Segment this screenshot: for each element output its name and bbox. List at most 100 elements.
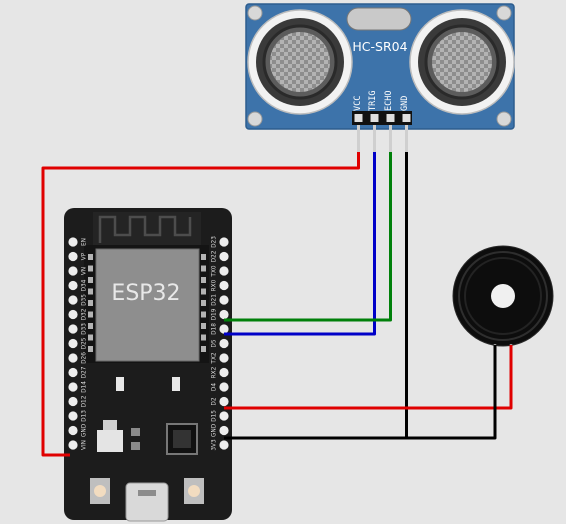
pin-hole[interactable] — [219, 382, 229, 392]
module-pad — [88, 300, 93, 306]
pin-hole[interactable] — [68, 309, 78, 320]
usb-port[interactable] — [125, 482, 169, 522]
left-pin-vin[interactable]: VIN — [68, 440, 88, 450]
left-pin-d14[interactable]: D14 — [68, 381, 88, 393]
esp32-board[interactable]: ESP32 ENVPVND34D35D32D33D25D26D27D14D12D… — [64, 208, 232, 522]
pin-hole[interactable] — [68, 251, 78, 262]
module-pad — [201, 311, 206, 318]
pin-label: D13 — [82, 410, 88, 422]
pin-hole[interactable] — [68, 266, 78, 276]
mounting-hole — [496, 111, 512, 127]
pin-hole[interactable] — [219, 425, 229, 436]
right-pin-d2[interactable]: D2 — [212, 396, 229, 407]
smd-component — [116, 377, 124, 391]
wire-trig[interactable] — [224, 152, 376, 336]
pin-hole[interactable] — [68, 425, 78, 436]
right-pin-rx0[interactable]: RX0 — [212, 279, 229, 291]
pin-hole[interactable] — [219, 367, 229, 378]
left-pin-gnd[interactable]: GND — [68, 423, 88, 437]
usb-uart-die — [173, 430, 191, 448]
module-pad — [88, 311, 93, 318]
left-pin-d32[interactable]: D32 — [68, 308, 88, 320]
left-pin-d12[interactable]: D12 — [68, 395, 88, 407]
module-pad — [201, 346, 206, 352]
pin-hole[interactable] — [68, 353, 78, 363]
pin-hole[interactable] — [219, 251, 229, 262]
right-pin-3v3[interactable]: 3V3 — [212, 439, 229, 451]
right-pin-gnd[interactable]: GND — [212, 423, 229, 437]
left-pin-en[interactable]: EN — [68, 237, 88, 247]
right-pin-d18[interactable]: D18 — [212, 323, 229, 335]
pin-hole[interactable] — [219, 338, 229, 349]
wire-gnd[interactable] — [224, 152, 408, 440]
wire-buzzer-signal[interactable] — [224, 345, 513, 410]
module-pad — [201, 323, 206, 329]
right-pin-tx0[interactable]: TX0 — [212, 265, 229, 278]
right-pin-d4[interactable]: D4 — [212, 382, 229, 392]
right-pin-d23[interactable]: D23 — [212, 236, 229, 248]
pin-label-echo: ECHO — [384, 91, 394, 111]
pin-hole[interactable] — [68, 382, 78, 392]
pin-hole[interactable] — [68, 396, 78, 407]
left-pin-d26[interactable]: D26 — [68, 352, 88, 364]
pin-hole[interactable] — [219, 280, 229, 291]
left-pin-d27[interactable]: D27 — [68, 366, 88, 378]
pin-trig[interactable] — [370, 114, 379, 122]
right-pin-rx2[interactable]: RX2 — [212, 366, 229, 378]
pin-hole[interactable] — [219, 266, 229, 276]
wire-vcc[interactable] — [41, 152, 360, 457]
pin-hole[interactable] — [68, 367, 78, 378]
pin-label: D5 — [212, 339, 218, 347]
pin-vcc[interactable] — [354, 114, 363, 122]
boot-button[interactable] — [90, 478, 110, 504]
pin-hole[interactable] — [219, 295, 229, 305]
pin-hole[interactable] — [219, 353, 229, 363]
pin-label: VN — [82, 267, 88, 275]
right-pin-d19[interactable]: D19 — [212, 308, 229, 320]
en-button[interactable] — [184, 478, 204, 504]
right-pin-d21[interactable]: D21 — [212, 294, 229, 306]
module-pad — [201, 254, 206, 260]
hc-sr04-sensor[interactable]: HC-SR04 VCC TRIG ECHO GND — [245, 3, 515, 152]
pin-hole[interactable] — [68, 324, 78, 334]
pin-hole[interactable] — [219, 396, 229, 407]
left-pin-vp[interactable]: VP — [68, 251, 88, 262]
wire-buzzer-gnd[interactable] — [406, 345, 497, 440]
pin-label: D18 — [212, 323, 218, 335]
pin-label: D25 — [82, 337, 88, 349]
right-pin-d15[interactable]: D15 — [212, 410, 229, 422]
right-pin-d22[interactable]: D22 — [212, 250, 229, 262]
pin-hole[interactable] — [219, 309, 229, 320]
sensor-title: HC-SR04 — [352, 39, 407, 54]
pin-label: RX0 — [212, 279, 218, 291]
pin-gnd[interactable] — [402, 114, 411, 122]
pin-echo[interactable] — [386, 114, 395, 122]
right-pin-d5[interactable]: D5 — [212, 338, 229, 349]
pin-hole[interactable] — [68, 440, 78, 450]
left-pin-d34[interactable]: D34 — [68, 279, 88, 291]
left-pin-d35[interactable]: D35 — [68, 294, 88, 306]
pin-hole[interactable] — [68, 295, 78, 305]
left-pin-d25[interactable]: D25 — [68, 337, 88, 349]
left-pin-d13[interactable]: D13 — [68, 410, 88, 422]
module-pad — [201, 300, 206, 306]
pin-hole[interactable] — [219, 324, 229, 334]
module-pad — [201, 334, 206, 341]
pin-hole[interactable] — [219, 411, 229, 421]
right-pin-tx2[interactable]: TX2 — [212, 352, 229, 365]
pin-hole[interactable] — [68, 280, 78, 291]
pin-hole[interactable] — [68, 237, 78, 247]
pin-label: VIN — [82, 440, 88, 450]
pin-label: D26 — [82, 352, 88, 364]
pin-hole[interactable] — [68, 338, 78, 349]
pin-label: TX2 — [212, 352, 218, 365]
wire-echo[interactable] — [224, 152, 392, 322]
pin-hole[interactable] — [219, 440, 229, 450]
left-pin-vn[interactable]: VN — [68, 266, 88, 276]
left-pin-d33[interactable]: D33 — [68, 323, 88, 335]
pin-label-vcc: VCC — [353, 96, 363, 111]
pin-hole[interactable] — [219, 237, 229, 247]
pin-hole[interactable] — [68, 411, 78, 421]
buzzer[interactable] — [452, 245, 554, 370]
